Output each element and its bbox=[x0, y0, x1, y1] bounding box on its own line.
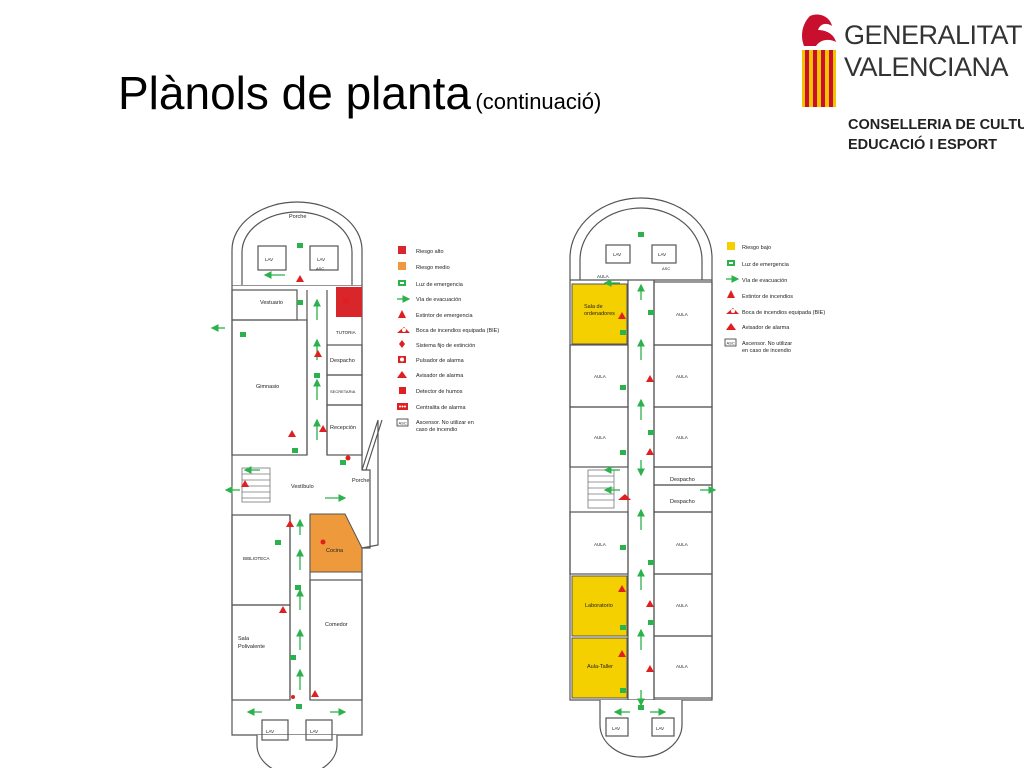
alarm-panel-icon bbox=[397, 403, 408, 410]
label-secretaria: SECRETARIA bbox=[330, 389, 356, 394]
legend-luz-emergencia: Luz de emergencia bbox=[416, 282, 464, 288]
label-recepcion: Recepción bbox=[330, 425, 356, 431]
legend-ascensor-2: caso de incendio bbox=[416, 427, 457, 433]
label-biblioteca: BIBLIOTECA bbox=[243, 556, 270, 561]
label-r-aula-r2: AULA bbox=[676, 374, 688, 379]
label-porche-top: Porche bbox=[289, 214, 306, 220]
label-vestibulo: Vestíbulo bbox=[291, 484, 314, 490]
extinguisher-icon bbox=[727, 290, 735, 298]
legend-detector: Detector de humos bbox=[416, 389, 463, 395]
label-tutoria: TUTORIA bbox=[336, 330, 356, 335]
label-ordenadores: ordenadores bbox=[584, 311, 615, 317]
legend-r-ascensor: Ascensor. No utilizar bbox=[742, 341, 792, 347]
legend-r-via: Vía de evacuación bbox=[742, 278, 787, 284]
svg-text:ASC: ASC bbox=[399, 421, 407, 426]
computer-room-low-risk bbox=[571, 283, 628, 345]
label-aula-taller: Aula-Taller bbox=[587, 664, 613, 670]
label-vestuario: Vestuario bbox=[260, 300, 283, 306]
fixed-extinction-icon bbox=[399, 340, 405, 348]
label-despacho-r2: Despacho bbox=[670, 499, 695, 505]
legend-avisador: Avisador de alarma bbox=[416, 373, 464, 379]
alarm-sounder-icon bbox=[397, 371, 407, 378]
label-despacho-r1: Despacho bbox=[670, 477, 695, 483]
legend-ascensor: Ascensor. No utilizar en bbox=[416, 420, 474, 426]
alarm-sounder-icon bbox=[726, 323, 736, 330]
label-r-aula-r3: AULA bbox=[676, 435, 688, 440]
label-cocina: Cocina bbox=[326, 548, 344, 554]
legend-r-luz: Luz de emergencia bbox=[742, 262, 790, 268]
label-comedor: Comedor bbox=[325, 622, 348, 628]
slide-title-sub: (continuació) bbox=[475, 89, 602, 114]
label-asc-left: ASC bbox=[316, 266, 324, 271]
extinguisher-icon bbox=[398, 310, 406, 318]
logo-dept1: CONSELLERIA DE CULTURA, bbox=[848, 117, 1024, 133]
workshop-low-risk bbox=[571, 637, 628, 699]
label-despacho-left: Despacho bbox=[330, 358, 355, 364]
label-r-aula-l2: AULA bbox=[594, 374, 606, 379]
logo-dept2: EDUCACIÓ I ESPORT bbox=[848, 137, 998, 153]
label-sala-de: Sala de bbox=[584, 304, 603, 310]
legend-riesgo-medio: Riesgo medio bbox=[416, 265, 450, 271]
generalitat-logo: GENERALITAT VALENCIANA CONSELLERIA DE CU… bbox=[796, 12, 1024, 162]
legend-via-evacuacion: Vía de evacuación bbox=[416, 297, 461, 303]
emergency-light-icon bbox=[398, 280, 406, 286]
legend-pulsador: Pulsador de alarma bbox=[416, 358, 465, 364]
left-safety-symbols bbox=[210, 243, 351, 716]
slide-title-main: Plànols de planta bbox=[118, 67, 471, 119]
fire-hose-icon bbox=[397, 327, 410, 333]
label-r-asc: ASC bbox=[662, 266, 670, 271]
elevator-icon: ASC bbox=[724, 338, 737, 347]
bat-emblem-icon bbox=[802, 14, 836, 107]
logo-line1: GENERALITAT bbox=[844, 20, 1023, 50]
label-lav4: LAV bbox=[310, 729, 318, 734]
legend-centralita: Centralita de alarma bbox=[416, 405, 466, 411]
elevator-icon: ASC bbox=[396, 418, 409, 427]
logo-line2: VALENCIANA bbox=[844, 52, 1009, 82]
legend-sistema-fijo: Sistema fijo de extinción bbox=[416, 343, 475, 349]
legend-r-bie: Boca de incendios equipada (BIE) bbox=[742, 310, 825, 316]
low-risk-swatch bbox=[727, 242, 735, 250]
label-laboratorio: Laboratorio bbox=[585, 603, 613, 609]
label-r-aula-l3: AULA bbox=[594, 435, 606, 440]
label-r-lav2: LAV bbox=[658, 252, 666, 257]
legend-riesgo-bajo: Riesgo bajo bbox=[742, 245, 771, 251]
label-r-lav1: LAV bbox=[613, 252, 621, 257]
legend-r-extintor: Extintor de incendios bbox=[742, 294, 793, 300]
label-r-aula-r1: AULA bbox=[676, 312, 688, 317]
alarm-button-icon bbox=[398, 356, 406, 363]
label-lav2: LAV bbox=[317, 257, 325, 262]
high-risk-swatch bbox=[398, 246, 406, 254]
label-r-aula-r5: AULA bbox=[676, 603, 688, 608]
label-lav3: LAV bbox=[266, 729, 274, 734]
legend-r-ascensor-2: en caso de incendio bbox=[742, 348, 791, 354]
legend-r-avisador: Avisador de alarma bbox=[742, 325, 790, 331]
label-porche-side: Porche bbox=[352, 478, 369, 484]
right-safety-symbols bbox=[603, 232, 717, 716]
emergency-light-icon bbox=[727, 260, 735, 266]
slide-title: Plànols de planta (continuació) bbox=[118, 66, 601, 120]
label-sala: Sala bbox=[238, 636, 250, 642]
right-legend: ASC Riesgo bajo Luz de emergencia Vía de… bbox=[724, 242, 825, 354]
svg-text:ASC: ASC bbox=[727, 341, 735, 346]
label-r-aula-l4: AULA bbox=[594, 542, 606, 547]
kitchen-medium-risk bbox=[309, 513, 363, 573]
label-r-aula-r4: AULA bbox=[676, 542, 688, 547]
label-r-aula-top: AULA bbox=[597, 274, 609, 279]
laboratory-low-risk bbox=[571, 575, 628, 637]
legend-riesgo-alto: Riesgo alto bbox=[416, 249, 444, 255]
label-polivalente: Polivalente bbox=[238, 644, 265, 650]
legend-bie: Boca de incendios equipada (BIE) bbox=[416, 328, 499, 334]
left-legend: ASC Riesgo alto Riesgo medio Luz de emer… bbox=[396, 246, 499, 433]
smoke-detector-icon bbox=[399, 387, 406, 394]
legend-extintor: Extintor de emergencia bbox=[416, 313, 473, 319]
label-r-aula-r6: AULA bbox=[676, 664, 688, 669]
fire-hose-icon bbox=[726, 308, 739, 314]
label-r-lav4: LAV bbox=[656, 726, 664, 731]
medium-risk-swatch bbox=[398, 262, 406, 270]
label-lav1: LAV bbox=[265, 257, 273, 262]
label-r-lav3: LAV bbox=[612, 726, 620, 731]
label-gimnasio: Gimnasio bbox=[256, 384, 279, 390]
